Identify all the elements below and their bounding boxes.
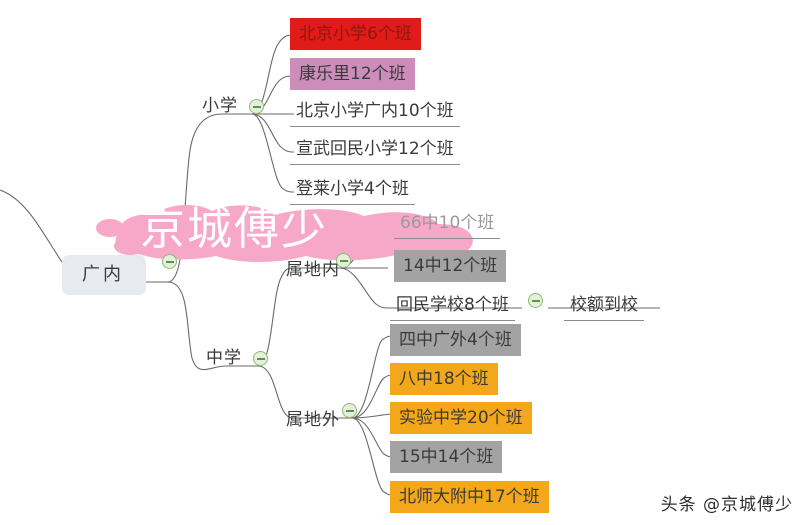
group-label-in-district[interactable]: 属地内 <box>286 260 340 280</box>
leaf-school-4-guangwai[interactable]: 四中广外4个班 <box>390 324 521 356</box>
branch-collapse-toggle-primary-school[interactable] <box>249 99 264 114</box>
leaf-kangleli[interactable]: 康乐里12个班 <box>290 58 415 90</box>
branch-label-primary-school[interactable]: 小学 <box>202 96 238 116</box>
group-collapse-toggle-out-district[interactable] <box>342 403 357 418</box>
group-collapse-toggle-in-district[interactable] <box>336 253 351 268</box>
branch-label-middle-school[interactable]: 中学 <box>206 348 242 368</box>
leaf-hui-school[interactable]: 回民学校8个班 <box>390 290 515 321</box>
leaf-bnu-affiliated[interactable]: 北师大附中17个班 <box>390 481 549 513</box>
leaf-beijing-primary[interactable]: 北京小学6个班 <box>290 18 421 50</box>
leaf-school-66[interactable]: 66中10个班 <box>394 208 501 239</box>
attribution-text: 头条 @京城傅少 <box>660 495 793 515</box>
branch-collapse-toggle-middle-school[interactable] <box>253 351 268 366</box>
leaf-collapse-toggle-hui-school[interactable] <box>528 293 543 308</box>
leaf-school-15[interactable]: 15中14个班 <box>390 441 503 473</box>
leaf-experimental-middle[interactable]: 实验中学20个班 <box>390 402 532 434</box>
root-node[interactable]: 广内 <box>62 255 146 295</box>
group-label-out-district[interactable]: 属地外 <box>286 410 340 430</box>
watermark-text: 京城傅少 <box>140 202 329 255</box>
leaf-school-8[interactable]: 八中18个班 <box>390 363 498 395</box>
root-collapse-toggle[interactable] <box>162 254 177 269</box>
leaf-school-quota-policy[interactable]: 校额到校 <box>564 290 644 321</box>
leaf-school-14[interactable]: 14中12个班 <box>394 250 507 282</box>
leaf-xuanwu-hui-primary[interactable]: 宣武回民小学12个班 <box>290 134 460 165</box>
leaf-denglai-primary[interactable]: 登莱小学4个班 <box>290 174 415 205</box>
leaf-beijing-primary-guangnei[interactable]: 北京小学广内10个班 <box>290 96 460 127</box>
